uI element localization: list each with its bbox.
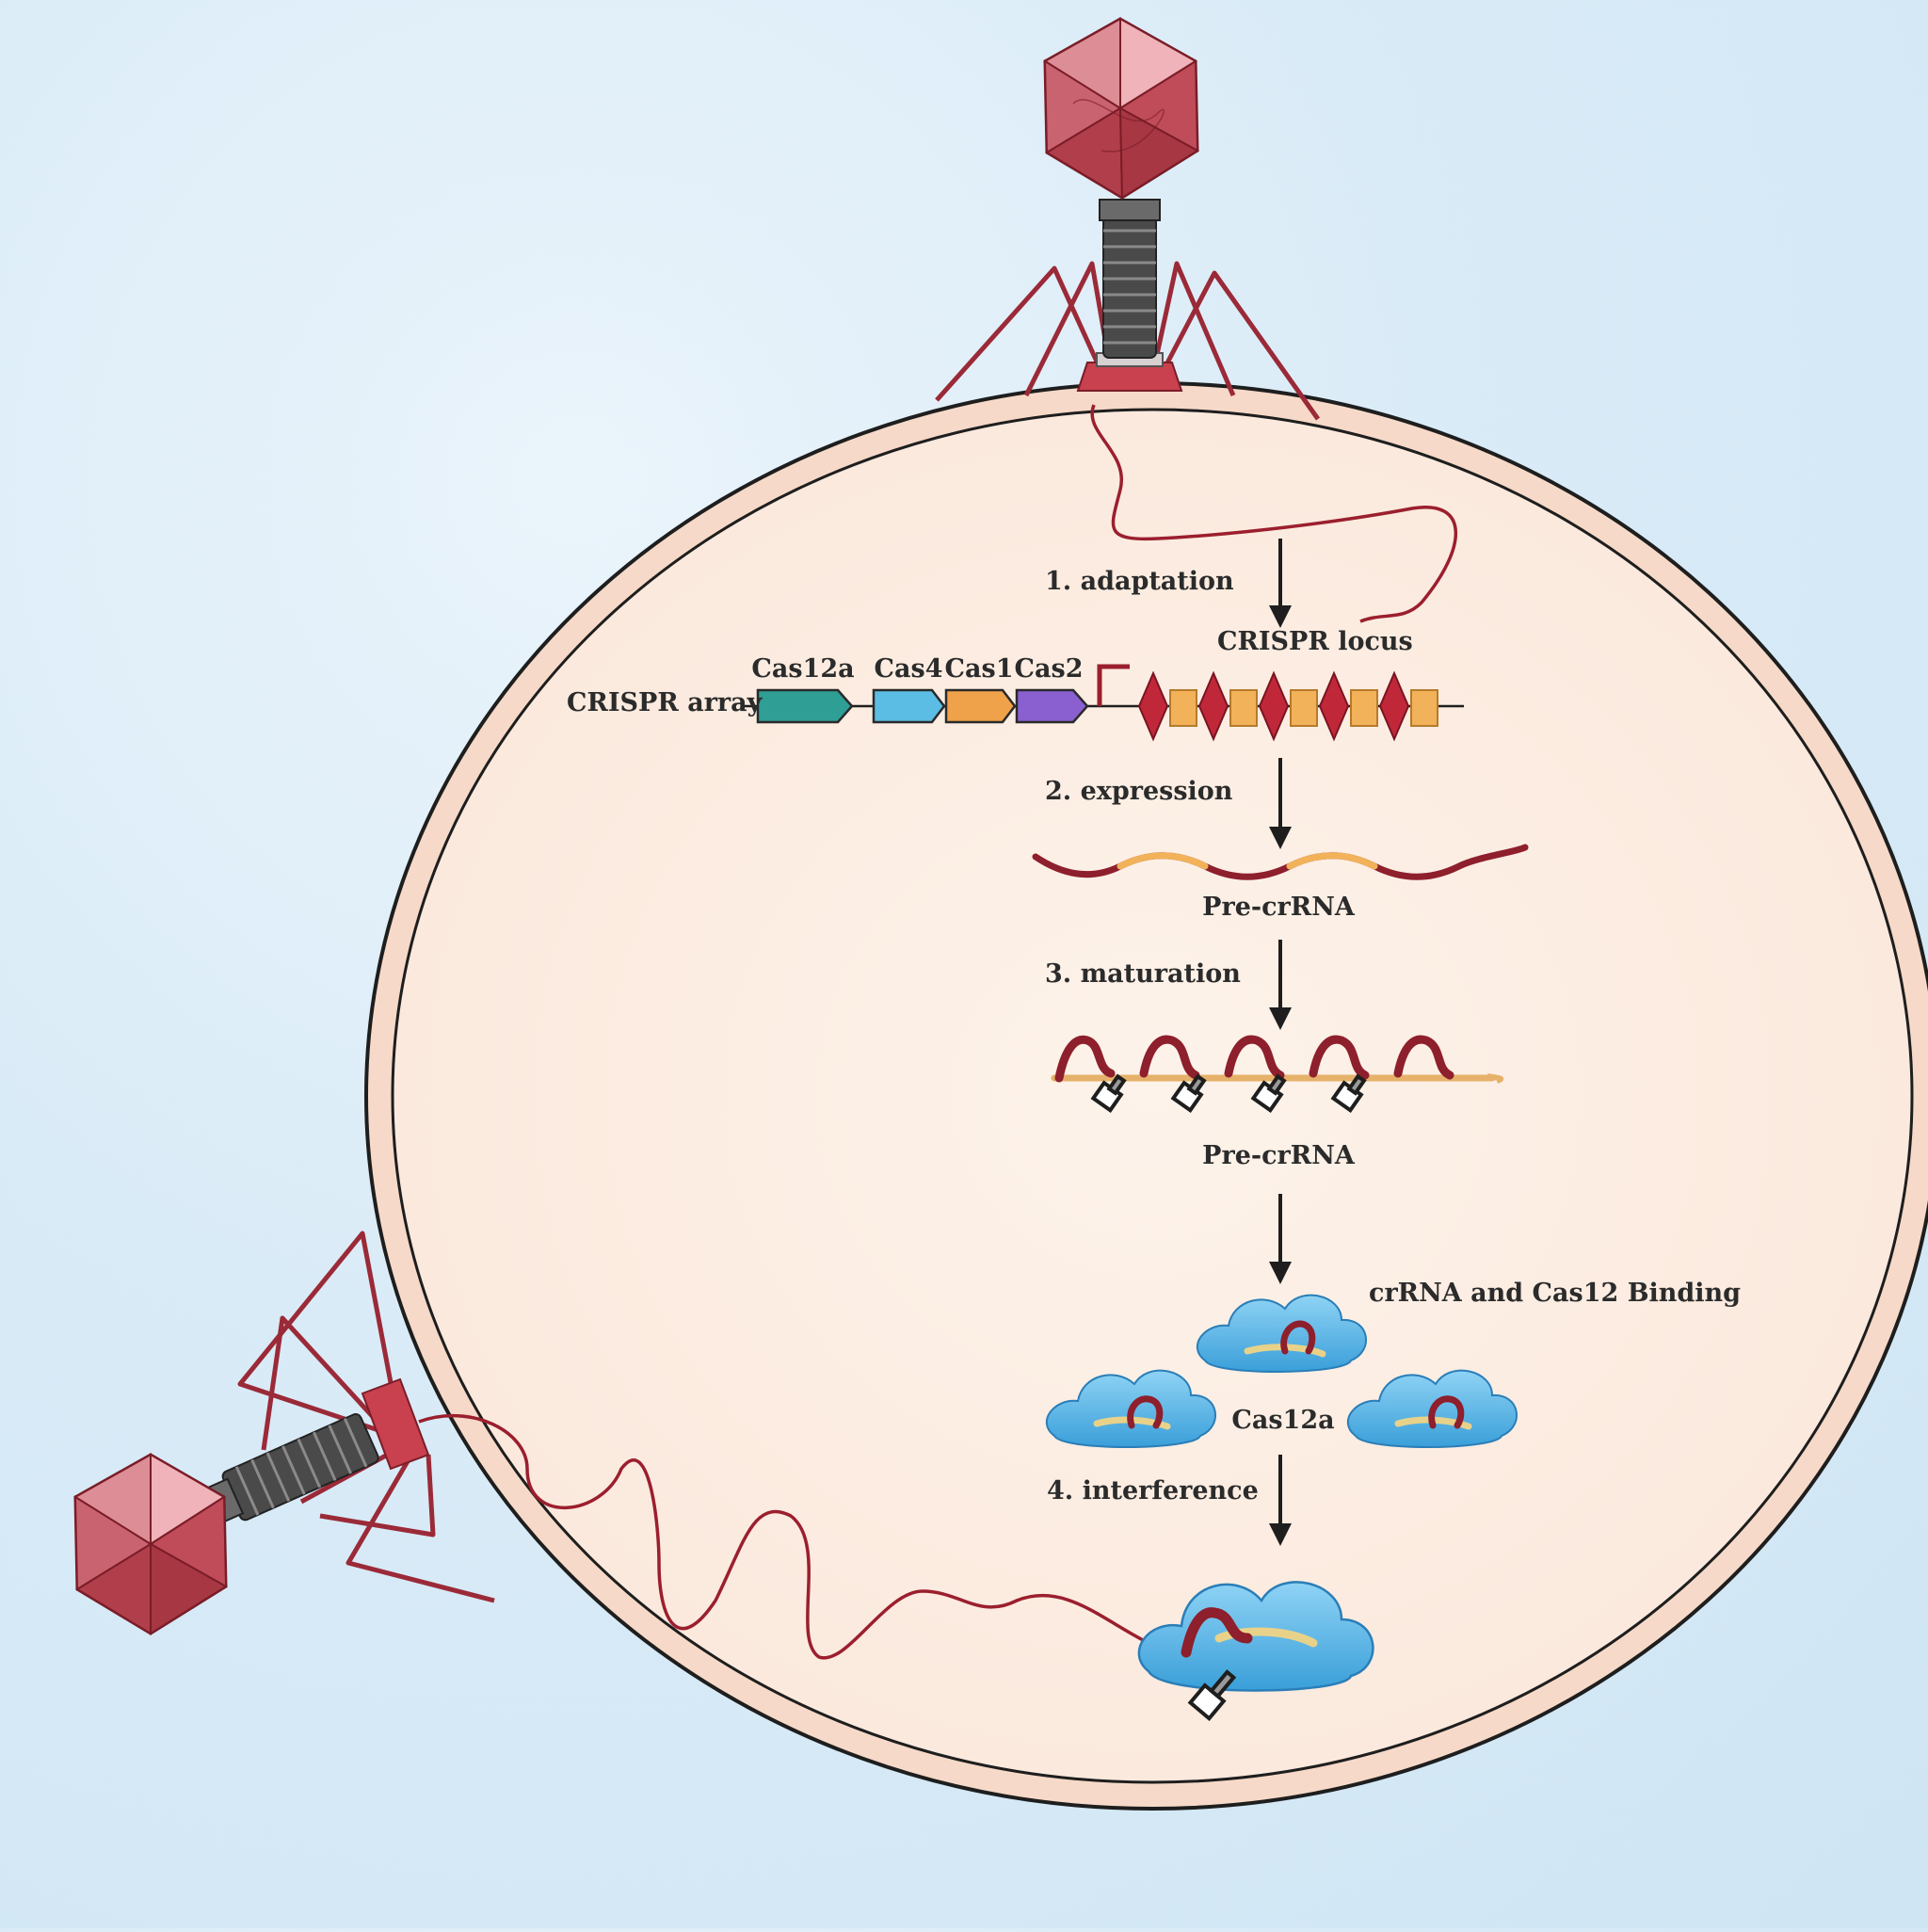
repeat xyxy=(1318,670,1350,742)
gene-label-cas2: Cas2 xyxy=(1014,654,1084,684)
scissors-icon xyxy=(1090,1073,1367,1113)
gene-cas4 xyxy=(872,688,946,724)
pre-crrna-label-2: Pre-crRNA xyxy=(1202,1141,1355,1170)
cas12a-complex-left xyxy=(1045,1369,1216,1448)
interference-complex xyxy=(1137,1581,1374,1721)
step-adaptation-label: 1. adaptation xyxy=(1045,567,1234,596)
step-interference-label: 4. interference xyxy=(1047,1476,1259,1505)
cas-genes xyxy=(756,688,1089,724)
scissors-icon xyxy=(1187,1669,1237,1721)
gene-cas1 xyxy=(944,688,1017,724)
cas12a-complex-right xyxy=(1346,1369,1518,1448)
gene-label-cas12a: Cas12a xyxy=(751,654,855,684)
gene-label-cas1: Cas1 xyxy=(944,654,1014,684)
pre-crrna-transcript xyxy=(1032,844,1529,880)
bacteriophage-top xyxy=(935,17,1321,421)
step-expression-label: 2. expression xyxy=(1045,777,1233,806)
repeat xyxy=(1258,670,1290,742)
spacer xyxy=(1290,689,1318,727)
repeat xyxy=(1378,670,1410,742)
cas12a-complex-label: Cas12a xyxy=(1231,1406,1335,1435)
spacer xyxy=(1229,689,1258,727)
gene-cas12a xyxy=(756,688,854,724)
matured-crrna xyxy=(1051,1035,1504,1113)
spacer xyxy=(1350,689,1378,727)
binding-label: crRNA and Cas12 Binding xyxy=(1369,1279,1742,1308)
phage-dna-strand-bottom xyxy=(418,1413,1215,1668)
spacer xyxy=(1410,689,1438,727)
spacer xyxy=(1169,689,1197,727)
crispr-locus-label: CRISPR locus xyxy=(1217,627,1413,656)
bacterial-cell xyxy=(364,381,1928,1811)
phage-dna-strand-top xyxy=(1090,404,1457,623)
step-maturation-label: 3. maturation xyxy=(1045,959,1241,989)
bacteriophage-left xyxy=(73,1231,495,1635)
cas12a-complex-top xyxy=(1196,1294,1367,1373)
gene-cas2 xyxy=(1015,688,1089,724)
promoter-icon xyxy=(1097,664,1130,706)
repeat xyxy=(1197,670,1229,742)
pre-crrna-label-1: Pre-crRNA xyxy=(1202,893,1355,922)
crispr-array-label: CRISPR array xyxy=(567,688,763,717)
gene-label-cas4: Cas4 xyxy=(874,654,943,684)
crispr-locus-elements xyxy=(1137,670,1438,742)
repeat xyxy=(1137,670,1169,742)
